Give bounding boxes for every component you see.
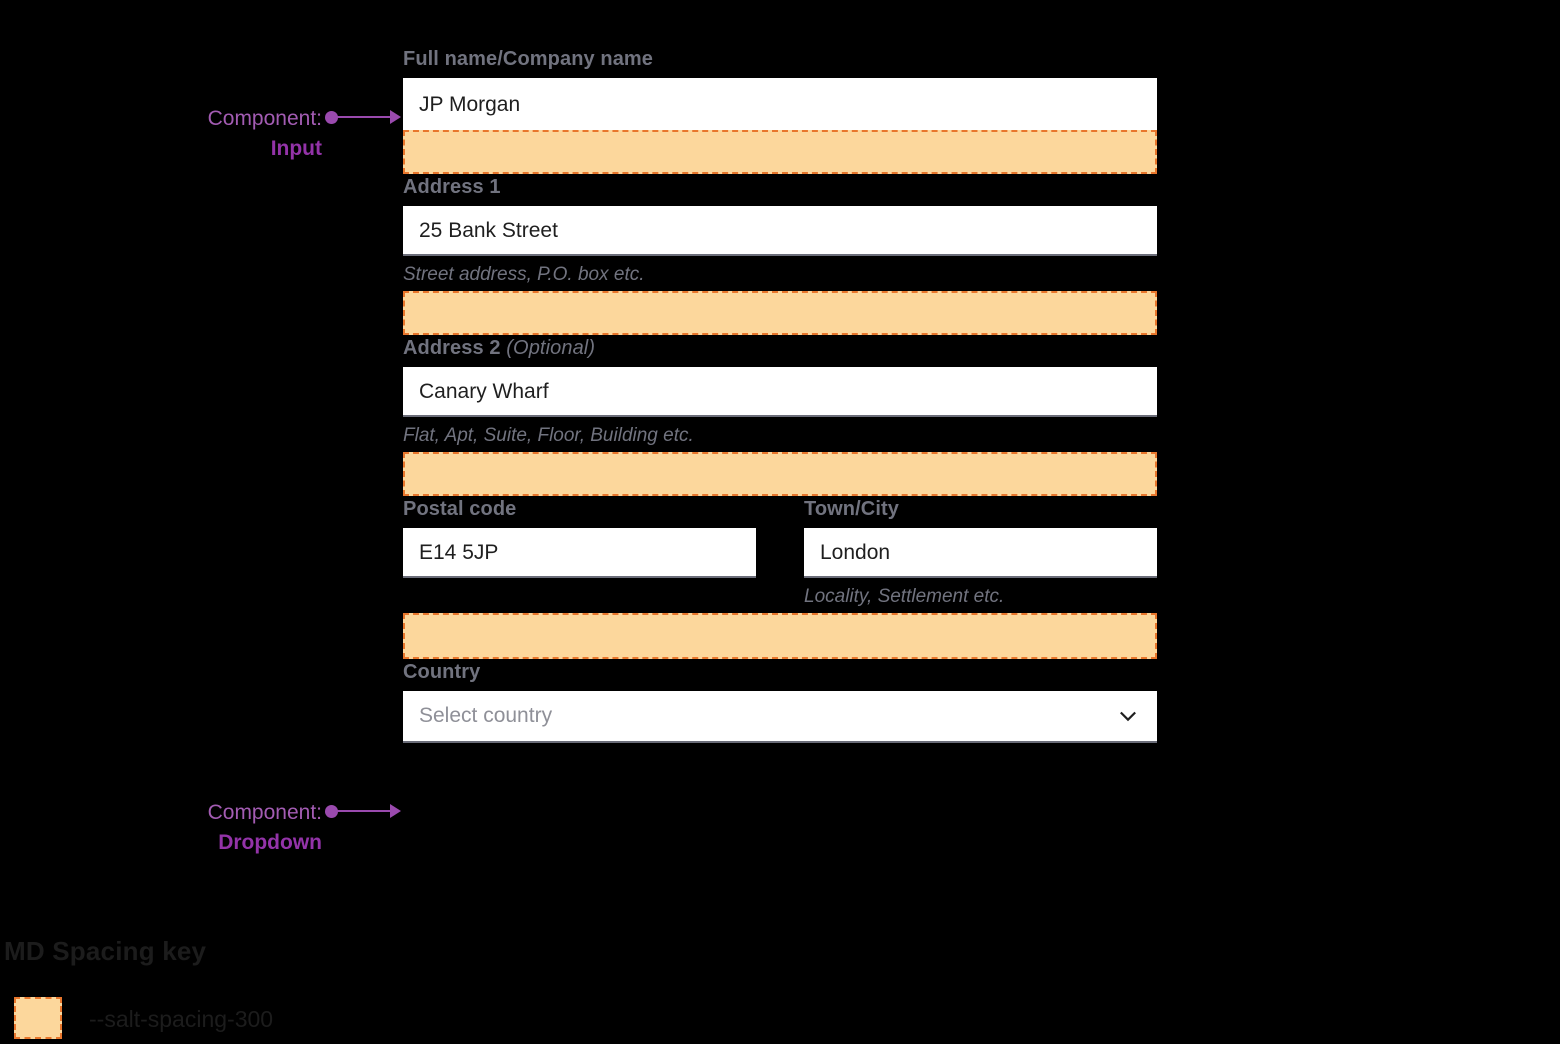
address-form: Full name/Company name JP Morgan Address… (403, 46, 1157, 743)
input-value: JP Morgan (419, 92, 521, 116)
input-value: 25 Bank Street (419, 218, 558, 242)
label-optional-suffix: (Optional) (506, 337, 596, 359)
field-label-address-1: Address 1 (403, 174, 1157, 200)
input-full-name[interactable]: JP Morgan (403, 78, 1157, 130)
annotation-connector-line (334, 116, 392, 118)
field-label-country: Country (403, 659, 1157, 685)
input-value: London (820, 540, 891, 564)
spacing-block-300 (403, 291, 1157, 335)
form-field-address-2: Address 2 (Optional) Canary Wharf Flat, … (403, 335, 1157, 496)
input-address-2[interactable]: Canary Wharf (403, 367, 1157, 417)
field-label-town-city: Town/City (804, 496, 1157, 522)
dropdown-placeholder: Select country (419, 704, 553, 727)
spacing-key-token: --salt-spacing-300 (89, 1006, 274, 1032)
chevron-down-icon[interactable] (1117, 705, 1139, 727)
input-postal-code[interactable]: E14 5JP (403, 528, 756, 578)
input-town-city[interactable]: London (804, 528, 1157, 578)
form-field-postal-code: Postal code E14 5JP (403, 496, 756, 613)
label-text: Postal code (403, 498, 517, 520)
annotation-prefix: Component: (207, 107, 322, 130)
annotation-dot-icon (325, 111, 338, 124)
annotation-prefix: Component: (207, 801, 322, 824)
input-value: Canary Wharf (419, 379, 549, 403)
annotation-input-label: Component: Input (86, 104, 322, 164)
label-text: Town/City (804, 498, 899, 520)
arrow-right-icon (390, 804, 401, 818)
spacing-swatch-icon (14, 997, 62, 1039)
form-field-country: Country Select country (403, 659, 1157, 743)
label-text: Address 1 (403, 176, 501, 198)
arrow-right-icon (390, 110, 401, 124)
label-text: Address 2 (403, 337, 501, 359)
field-label-postal-code: Postal code (403, 496, 756, 522)
annotation-connector-line (334, 810, 392, 812)
form-field-address-1: Address 1 25 Bank Street Street address,… (403, 174, 1157, 335)
field-label-full-name: Full name/Company name (403, 46, 1157, 72)
input-value: E14 5JP (419, 540, 499, 564)
form-field-full-name: Full name/Company name JP Morgan (403, 46, 1157, 174)
annotation-component-name: Dropdown (218, 831, 322, 854)
dropdown-country[interactable]: Select country (403, 691, 1157, 743)
field-label-address-2: Address 2 (Optional) (403, 335, 1157, 361)
helper-text-address-2: Flat, Apt, Suite, Floor, Building etc. (403, 425, 694, 446)
input-address-1[interactable]: 25 Bank Street (403, 206, 1157, 256)
form-row-postal-town: Postal code E14 5JP Town/City London Loc… (403, 496, 1157, 613)
annotation-component-name: Input (270, 137, 322, 160)
helper-text-town-city: Locality, Settlement etc. (804, 586, 1005, 607)
annotation-dot-icon (325, 805, 338, 818)
spacing-block-300 (403, 452, 1157, 496)
label-text: Country (403, 661, 481, 683)
label-text: Full name/Company name (403, 48, 654, 70)
spacing-key-title: MD Spacing key (4, 936, 207, 966)
helper-text-address-1: Street address, P.O. box etc. (403, 264, 645, 285)
spacing-block-300 (403, 613, 1157, 659)
spacing-block-300 (403, 130, 1157, 174)
annotation-dropdown-label: Component: Dropdown (86, 798, 322, 858)
form-field-town-city: Town/City London Locality, Settlement et… (804, 496, 1157, 613)
